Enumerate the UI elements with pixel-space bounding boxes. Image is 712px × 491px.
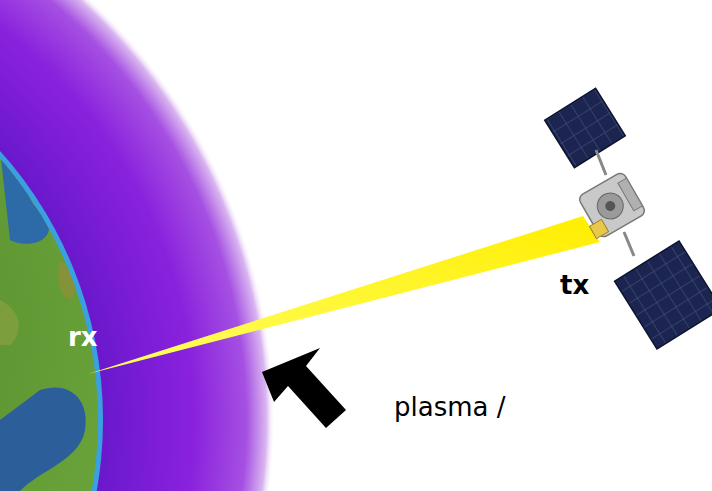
satellite: [545, 88, 712, 349]
pointer-arrow: [262, 348, 346, 428]
plasma-label: plasma /: [394, 392, 506, 423]
earth: [0, 22, 98, 491]
atmosphere-rim: [0, 17, 103, 491]
transmitter-label: tx: [560, 270, 589, 301]
receiver-label: rx: [68, 322, 98, 353]
plasma-layer: [0, 0, 275, 491]
signal-beam: [88, 216, 600, 374]
oceans: [0, 150, 86, 491]
